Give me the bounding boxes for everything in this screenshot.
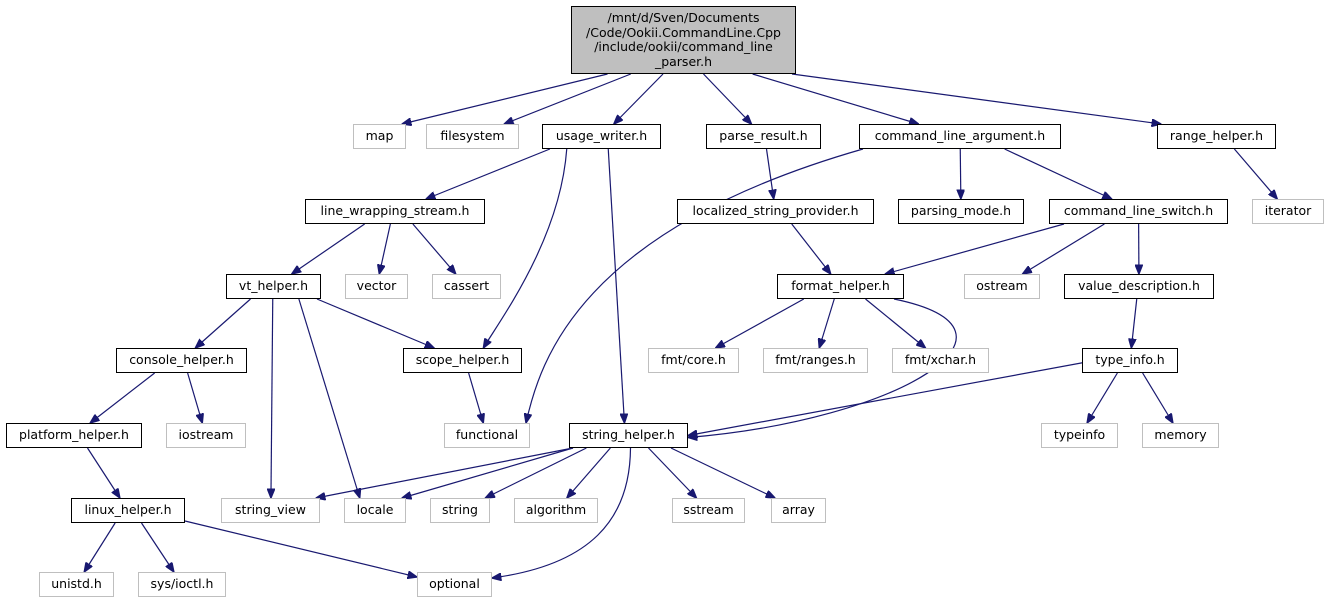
node-vector: vector bbox=[345, 274, 408, 299]
root-path-line-4: _parser.h bbox=[654, 53, 713, 69]
edge-linux_helper-to-unistd bbox=[84, 522, 116, 572]
edge-usage_writer-to-line_wrapping_stream bbox=[426, 148, 551, 199]
node-scope-helper[interactable]: scope_helper.h bbox=[403, 348, 522, 373]
node-sstream: sstream bbox=[672, 498, 745, 523]
node-parsing-mode[interactable]: parsing_mode.h bbox=[898, 199, 1024, 224]
edge-command_line_argument-to-command_line_switch bbox=[1004, 148, 1112, 199]
node-optional: optional bbox=[417, 572, 492, 597]
edge-type_info-to-string_helper bbox=[688, 360, 1093, 436]
node-type-info[interactable]: type_info.h bbox=[1082, 348, 1178, 373]
node-map: map bbox=[353, 124, 406, 149]
node-console-helper[interactable]: console_helper.h bbox=[116, 348, 247, 373]
node-typeinfo: typeinfo bbox=[1041, 423, 1118, 448]
node-usage-writer[interactable]: usage_writer.h bbox=[542, 124, 661, 149]
node-format-helper[interactable]: format_helper.h bbox=[777, 274, 904, 299]
edge-string_helper-to-string_view bbox=[316, 447, 574, 498]
root-header-node: /mnt/d/Sven/Documents /Code/Ookii.Comman… bbox=[571, 6, 796, 74]
node-algorithm: algorithm bbox=[514, 498, 598, 523]
edge-format_helper-to-string_helper bbox=[688, 298, 957, 438]
node-string: string bbox=[430, 498, 490, 523]
root-path-line-1: /mnt/d/Sven/Documents bbox=[607, 10, 760, 25]
edge-string_helper-to-array bbox=[670, 447, 775, 498]
node-functional: functional bbox=[444, 423, 530, 448]
root-path-line-3: /include/ookii/command_line bbox=[594, 39, 773, 54]
node-fmt-ranges: fmt/ranges.h bbox=[763, 348, 868, 373]
node-unistd: unistd.h bbox=[39, 572, 114, 597]
node-sys-ioctl: sys/ioctl.h bbox=[138, 572, 226, 597]
edge-format_helper-to-fmt_core bbox=[716, 298, 805, 348]
edge-string_helper-to-algorithm bbox=[567, 447, 611, 498]
edge-linux_helper-to-optional bbox=[184, 520, 417, 577]
edge-linux_helper-to-sys_ioctl bbox=[140, 522, 174, 572]
node-value-description[interactable]: value_description.h bbox=[1064, 274, 1214, 299]
edge-root-to-range_helper bbox=[791, 73, 1161, 124]
node-linux-helper[interactable]: linux_helper.h bbox=[71, 498, 185, 523]
node-platform-helper[interactable]: platform_helper.h bbox=[6, 423, 142, 448]
edge-type_info-to-typeinfo bbox=[1087, 372, 1118, 423]
edge-value_description-to-type_info bbox=[1131, 298, 1138, 348]
edge-command_line_argument-to-parsing_mode bbox=[960, 148, 961, 199]
edge-line_wrapping_stream-to-vector bbox=[379, 223, 391, 274]
edge-console_helper-to-iostream bbox=[187, 372, 203, 423]
node-cassert: cassert bbox=[432, 274, 501, 299]
edge-range_helper-to-iterator bbox=[1233, 148, 1277, 199]
node-parse-result[interactable]: parse_result.h bbox=[706, 124, 821, 149]
node-fmt-xchar: fmt/xchar.h bbox=[892, 348, 989, 373]
root-header-label: /mnt/d/Sven/Documents /Code/Ookii.Comman… bbox=[586, 10, 781, 69]
edge-command_line_switch-to-ostream bbox=[1022, 223, 1105, 274]
edge-string_helper-to-string bbox=[485, 447, 587, 498]
node-line-wrapping-stream[interactable]: line_wrapping_stream.h bbox=[305, 199, 485, 224]
edge-format_helper-to-fmt_ranges bbox=[819, 298, 835, 348]
edge-format_helper-to-fmt_xchar bbox=[865, 298, 926, 348]
edge-usage_writer-to-string_helper bbox=[607, 148, 624, 423]
edge-scope_helper-to-functional bbox=[468, 372, 484, 423]
edge-localized_string_provider-to-format_helper bbox=[791, 223, 831, 274]
edge-root-to-parse_result bbox=[703, 73, 752, 124]
node-localized-string-provider[interactable]: localized_string_provider.h bbox=[677, 199, 874, 224]
node-command-line-argument[interactable]: command_line_argument.h bbox=[859, 124, 1061, 149]
edge-parse_result-to-localized_string_provider bbox=[765, 148, 774, 199]
edge-vt_helper-to-scope_helper bbox=[316, 298, 434, 348]
edge-string_helper-to-sstream bbox=[648, 447, 697, 498]
edge-vt_helper-to-locale bbox=[298, 298, 360, 498]
node-string-helper[interactable]: string_helper.h bbox=[569, 423, 688, 448]
node-ostream: ostream bbox=[964, 274, 1040, 299]
edge-line_wrapping_stream-to-vt_helper bbox=[292, 223, 365, 274]
edge-command_line_argument-to-functional bbox=[526, 148, 864, 423]
edge-root-to-map bbox=[402, 73, 608, 124]
edge-string_helper-to-locale bbox=[402, 447, 574, 498]
node-range-helper[interactable]: range_helper.h bbox=[1157, 124, 1276, 149]
edge-root-to-usage_writer bbox=[614, 73, 664, 124]
edge-root-to-command_line_argument bbox=[752, 73, 919, 124]
node-command-line-switch[interactable]: command_line_switch.h bbox=[1049, 199, 1228, 224]
edge-vt_helper-to-string_view bbox=[271, 298, 273, 498]
edge-string_helper-to-optional bbox=[492, 447, 632, 578]
node-fmt-core: fmt/core.h bbox=[648, 348, 739, 373]
edge-type_info-to-memory bbox=[1142, 372, 1173, 423]
edge-command_line_switch-to-format_helper bbox=[885, 223, 1065, 274]
node-filesystem: filesystem bbox=[426, 124, 519, 149]
node-locale: locale bbox=[344, 498, 406, 523]
node-iterator: iterator bbox=[1252, 199, 1324, 224]
edge-platform_helper-to-linux_helper bbox=[86, 447, 120, 498]
root-path-line-2: /Code/Ookii.CommandLine.Cpp bbox=[586, 24, 781, 40]
edge-root-to-filesystem bbox=[504, 73, 631, 124]
node-string-view: string_view bbox=[221, 498, 320, 523]
node-array: array bbox=[771, 498, 826, 523]
node-memory: memory bbox=[1142, 423, 1219, 448]
edge-usage_writer-to-scope_helper bbox=[483, 148, 568, 348]
edge-line_wrapping_stream-to-cassert bbox=[412, 223, 456, 274]
node-vt-helper[interactable]: vt_helper.h bbox=[226, 274, 321, 299]
edge-vt_helper-to-console_helper bbox=[195, 298, 251, 348]
edge-console_helper-to-platform_helper bbox=[90, 372, 155, 423]
node-iostream: iostream bbox=[166, 423, 246, 448]
